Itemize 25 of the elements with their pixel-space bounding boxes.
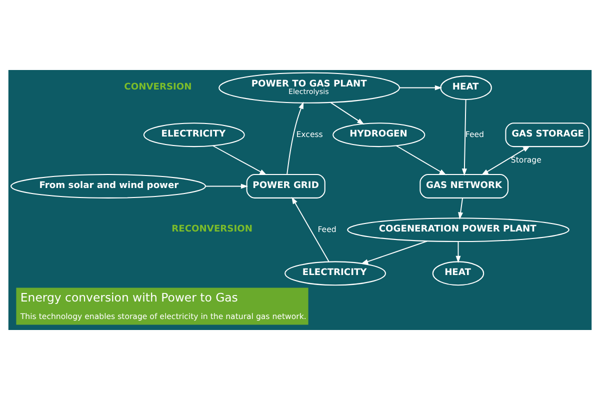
label: CONVERSION (124, 82, 192, 93)
arrow (330, 102, 364, 125)
node-box: GAS NETWORK (420, 174, 509, 198)
node-box: GAS STORAGE (505, 122, 590, 148)
arrow (212, 145, 267, 176)
node-ellipse: From solar and wind power (10, 174, 206, 198)
node-box: POWER GRID (246, 174, 326, 198)
arrow (462, 99, 467, 176)
arrow (399, 85, 442, 90)
node-ellipse: HEAT (440, 76, 492, 100)
arrow (396, 145, 446, 176)
arrow (458, 198, 464, 220)
arrow (205, 184, 248, 189)
label: RECONVERSION (172, 224, 252, 235)
node-ellipse: ELECTRICITY (143, 122, 245, 148)
node-ellipse: COGENERATION POWER PLANT (347, 218, 570, 242)
arrow (456, 241, 461, 264)
node-ellipse: HYDROGEN (332, 122, 426, 148)
arrow (286, 102, 304, 175)
arrow (481, 146, 530, 176)
arrow (292, 196, 330, 262)
node-ellipse: HEAT (432, 261, 484, 286)
node-ellipse: ELECTRICITY (284, 261, 386, 286)
diagram-title: Energy conversion with Power to Gas (20, 290, 238, 304)
arrow (360, 240, 428, 264)
